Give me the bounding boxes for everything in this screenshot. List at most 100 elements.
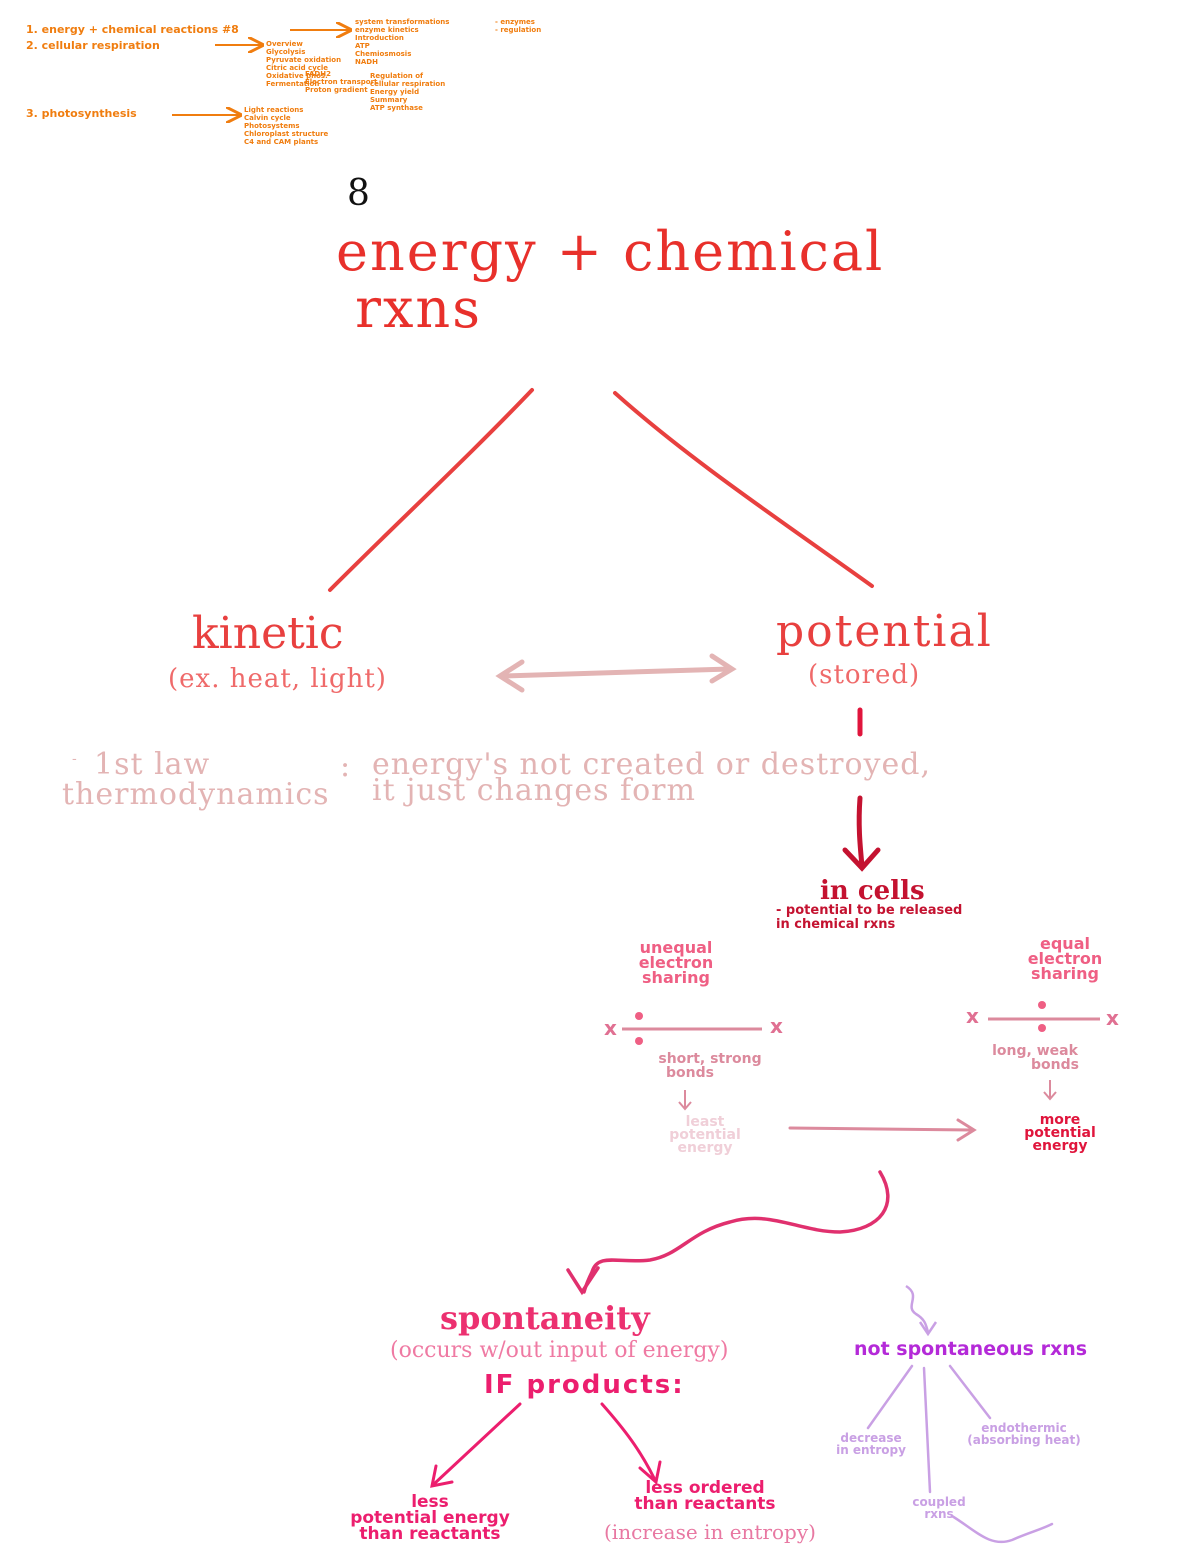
unequal-energy-line-1: potential xyxy=(669,1127,741,1143)
legend-item-2-mid-2: NADH xyxy=(355,58,378,66)
legend-item-2-sub-0: Overview xyxy=(266,40,303,48)
legend-item-2-right-4: ATP synthase xyxy=(370,104,423,112)
unequal-bonds-line-1: bonds xyxy=(666,1065,714,1081)
cells-note-line2: in chemical rxns xyxy=(776,917,896,932)
spont-left-line-0: less xyxy=(411,1492,449,1512)
legend-item-2-sub-5: Fermentation xyxy=(266,80,320,88)
page-number: 8 xyxy=(347,173,370,214)
legend-item-2-mid-5: Proton gradient xyxy=(305,86,368,94)
kinetic-label: kinetic xyxy=(192,608,344,659)
legend-item-2: 2. cellular respiration xyxy=(26,39,160,52)
not-spontaneous-title: not spontaneous rxns xyxy=(854,1338,1088,1360)
legend-item-2-right-1: cellular respiration xyxy=(370,80,446,88)
curly-arrow-to-spontaneity xyxy=(566,1170,890,1296)
conversion-double-arrow xyxy=(495,653,737,693)
legend-item-3-list: Light reactions Calvin cycle Photosystem… xyxy=(244,106,328,146)
not-spont-right-line-1: (absorbing heat) xyxy=(967,1433,1081,1447)
equal-atom-right: x xyxy=(1106,1006,1119,1030)
legend-item-2-right-0: Regulation of xyxy=(370,72,424,80)
legend-item-2-sub-2: Pyruvate oxidation xyxy=(266,56,342,64)
equal-energy-line-2: energy xyxy=(1032,1138,1088,1154)
legend-item-2-sub-1: Glycolysis xyxy=(266,48,306,56)
equal-title-line-1: electron xyxy=(1027,949,1103,968)
legend-item-2-list: Overview Glycolysis Pyruvate oxidation C… xyxy=(266,40,341,88)
legend-item-1-sub-e: Introduction xyxy=(355,34,404,42)
legend-item-1-sub-d: - regulation xyxy=(495,26,542,34)
unequal-bonds-line-0: short, strong xyxy=(658,1051,762,1067)
legend-item-2-mid-0: ATP xyxy=(355,42,370,50)
legend-item-1: 1. energy + chemical reactions #8 xyxy=(26,23,239,36)
equal-energy: more potential energy xyxy=(1010,1112,1110,1154)
unequal-electron-top xyxy=(635,1012,643,1020)
equal-bonds: long, weak bonds xyxy=(960,1044,1110,1072)
unequal-down-arrow xyxy=(678,1090,692,1111)
legend-item-3-sub-2: Photosystems xyxy=(244,122,300,130)
not-spont-left-line-1: in entropy xyxy=(836,1443,906,1457)
spontaneity-title: spontaneity xyxy=(440,1299,650,1337)
unequal-energy-line-0: least xyxy=(685,1114,725,1130)
not-spont-bottom-line-1: rxns xyxy=(924,1507,954,1521)
spontaneity-entropy-note: (increase in entropy) xyxy=(604,1520,816,1544)
unequal-sharing-title: unequal electron sharing xyxy=(618,938,734,987)
least-to-more-arrow xyxy=(788,1118,977,1142)
law-bullet: - xyxy=(72,751,78,767)
squiggle-to-not-spontaneous xyxy=(905,1284,938,1337)
main-title: energy + chemical rxns xyxy=(336,220,885,340)
equal-electron-bottom xyxy=(1038,1024,1046,1032)
legend-item-2-sub-3: Citric acid cycle xyxy=(266,64,329,72)
unequal-bonds: short, strong bonds xyxy=(620,1052,800,1080)
kinetic-example: (ex. heat, light) xyxy=(168,664,387,694)
unequal-title-line-1: electron xyxy=(638,953,714,972)
equal-electron-top xyxy=(1038,1001,1046,1009)
spontaneity-right-leaf: less ordered than reactants xyxy=(600,1478,810,1513)
legend-item-2-right: Regulation of cellular respiration Energ… xyxy=(370,72,445,112)
legend-item-2-right-3: Summary xyxy=(370,96,408,104)
legend-item-1-sub-c: enzyme kinetics xyxy=(355,26,419,34)
arrow-to-cells xyxy=(842,795,881,872)
not-spont-branches xyxy=(866,1364,1054,1544)
not-spont-right-leaf: endothermic (absorbing heat) xyxy=(956,1422,1092,1446)
cells-note-line1: - potential to be released xyxy=(776,903,963,918)
legend-item-3-sub-3: Chloroplast structure xyxy=(244,130,329,138)
not-spont-left-line-0: decrease xyxy=(840,1431,902,1445)
spont-branch-left xyxy=(430,1402,522,1488)
law-colon: : xyxy=(340,749,352,784)
equal-energy-line-0: more xyxy=(1039,1112,1081,1128)
not-spont-bottom-line-0: coupled xyxy=(912,1495,966,1509)
spont-left-line-1: potential energy xyxy=(350,1508,510,1528)
unequal-energy: least potential energy xyxy=(650,1114,760,1156)
potential-example: (stored) xyxy=(808,660,921,690)
equal-bonds-line-1: bonds xyxy=(1031,1057,1079,1073)
law-name-line2: thermodynamics xyxy=(62,777,330,812)
spont-right-line-0: less ordered xyxy=(645,1478,765,1498)
unequal-energy-line-2: energy xyxy=(677,1140,733,1156)
equal-sharing-title: equal electron sharing xyxy=(1000,934,1130,982)
unequal-title-line-2: sharing xyxy=(642,968,710,987)
equal-title-line-0: equal xyxy=(1040,934,1090,953)
legend-item-2-right-2: Energy yield xyxy=(370,88,420,96)
legend-item-1-sub-b: - enzymes xyxy=(495,18,535,26)
unequal-title-line-0: unequal xyxy=(639,938,713,957)
not-spont-right-line-0: endothermic xyxy=(981,1421,1067,1435)
coupled-rxns-trail xyxy=(950,1514,1054,1544)
branch-to-kinetic xyxy=(328,388,534,592)
spont-left-line-2: than reactants xyxy=(359,1524,501,1544)
spontaneity-condition: IF products: xyxy=(484,1370,685,1400)
legend-item-3-sub-4: C4 and CAM plants xyxy=(244,138,319,146)
law-text-line2: it just changes form xyxy=(372,773,696,808)
legend-item-3: 3. photosynthesis xyxy=(26,107,137,120)
equal-energy-line-1: potential xyxy=(1024,1125,1096,1141)
legend-item-1-sub-a: system transformations xyxy=(355,18,450,26)
legend-item-2-mid-1: Chemiosmosis xyxy=(355,50,412,58)
law-text-line1: energy's not created or destroyed, xyxy=(372,747,931,782)
unequal-electron-bottom xyxy=(635,1037,643,1045)
equal-bonds-line-0: long, weak xyxy=(992,1043,1078,1059)
legend-item-3-sub-0: Light reactions xyxy=(244,106,304,114)
legend-item-3-sub-1: Calvin cycle xyxy=(244,114,291,122)
legend-item-2-mid-extra: FADH2 Electron transport Proton gradient xyxy=(305,70,377,94)
equal-atom-left: x xyxy=(966,1004,979,1028)
law-name-line1: 1st law xyxy=(94,747,211,782)
potential-label: potential xyxy=(776,606,993,657)
